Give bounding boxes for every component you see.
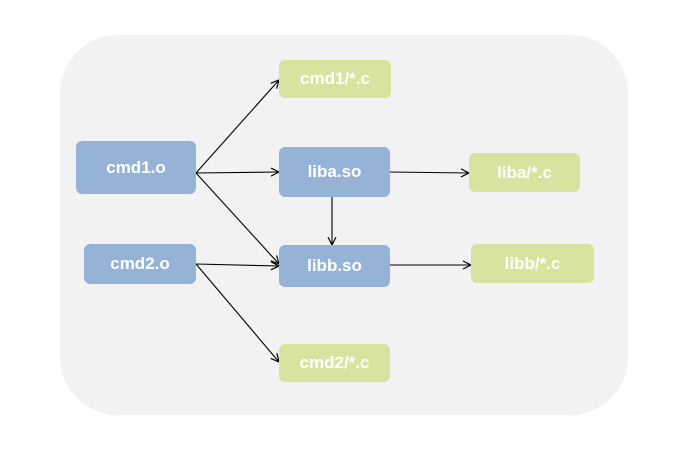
edge-cmd2o-to-cmd2src xyxy=(195,263,279,362)
edge-cmd1o-to-libaso xyxy=(195,172,279,173)
node-liba-so: liba.so xyxy=(279,147,390,197)
node-cmd2-src: cmd2/*.c xyxy=(279,344,390,382)
edge-libaso-to-libasrc xyxy=(389,172,469,173)
edge-cmd1o-to-libbso xyxy=(195,172,279,264)
node-libb-so: libb.so xyxy=(279,245,390,287)
node-cmd1-o-label: cmd1.o xyxy=(106,157,166,177)
node-cmd2-o: cmd2.o xyxy=(84,244,196,284)
node-libb-src-label: libb/*.c xyxy=(504,253,561,273)
edge-cmd1o-to-cmd1src xyxy=(195,80,279,174)
node-cmd1-o: cmd1.o xyxy=(76,141,196,194)
node-cmd1-src-label: cmd1/*.c xyxy=(300,69,370,88)
node-liba-src-label: liba/*.c xyxy=(497,162,552,182)
edge-cmd2o-to-libbso xyxy=(195,264,279,266)
node-cmd2-o-label: cmd2.o xyxy=(110,254,170,273)
node-cmd1-src: cmd1/*.c xyxy=(279,60,391,98)
node-liba-so-label: liba.so xyxy=(307,162,362,181)
node-libb-so-label: libb.so xyxy=(307,256,362,275)
node-libb-src: libb/*.c xyxy=(471,244,594,283)
node-liba-src: liba/*.c xyxy=(469,153,580,192)
node-cmd2-src-label: cmd2/*.c xyxy=(299,353,370,372)
